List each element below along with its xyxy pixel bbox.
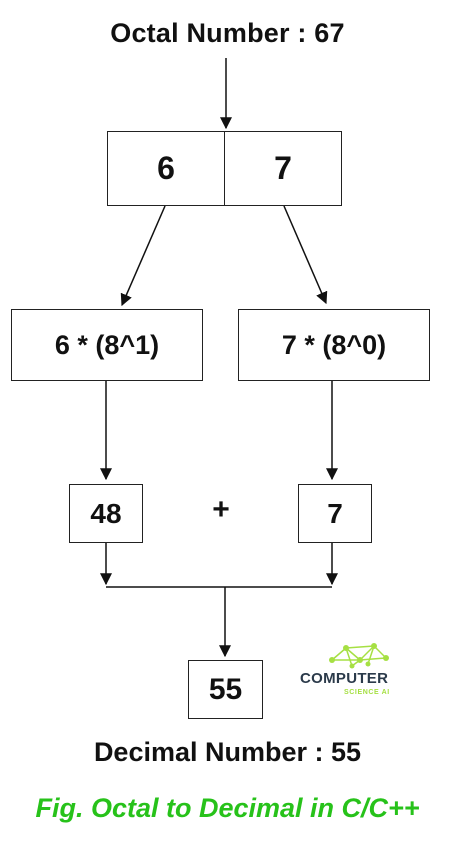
result-label: Decimal Number : 55 bbox=[93, 737, 362, 767]
digit-value: 6 bbox=[157, 150, 175, 186]
digit-box-7: 7 bbox=[224, 131, 342, 206]
digit-box-6: 6 bbox=[107, 131, 225, 206]
expression-text: 7 * (8^0) bbox=[281, 329, 387, 360]
result-box: 55 bbox=[188, 660, 263, 719]
product-value: 48 bbox=[90, 497, 122, 529]
arrow-digit6-to-expr bbox=[120, 205, 166, 307]
product-box-2: 7 bbox=[298, 484, 372, 543]
computer-science-ai-logo: COMPUTER SCIENCE AI bbox=[300, 638, 420, 700]
logo-wordmark: COMPUTER bbox=[300, 670, 389, 687]
product-box-1: 48 bbox=[69, 484, 143, 543]
logo-subtitle: SCIENCE AI bbox=[344, 689, 390, 696]
arrow-digit7-to-expr bbox=[283, 205, 328, 305]
expression-text: 6 * (8^1) bbox=[54, 329, 160, 360]
network-graph-icon bbox=[329, 643, 389, 669]
product-value: 7 bbox=[327, 497, 343, 529]
expression-box-1: 6 * (8^1) bbox=[11, 309, 203, 381]
expression-box-2: 7 * (8^0) bbox=[238, 309, 430, 381]
diagram-title: Octal Number : 67 bbox=[110, 18, 345, 48]
digit-value: 7 bbox=[274, 150, 292, 186]
plus-operator: + bbox=[212, 493, 230, 526]
figure-caption: Fig. Octal to Decimal in C/C++ bbox=[35, 793, 420, 823]
result-value: 55 bbox=[208, 672, 243, 706]
